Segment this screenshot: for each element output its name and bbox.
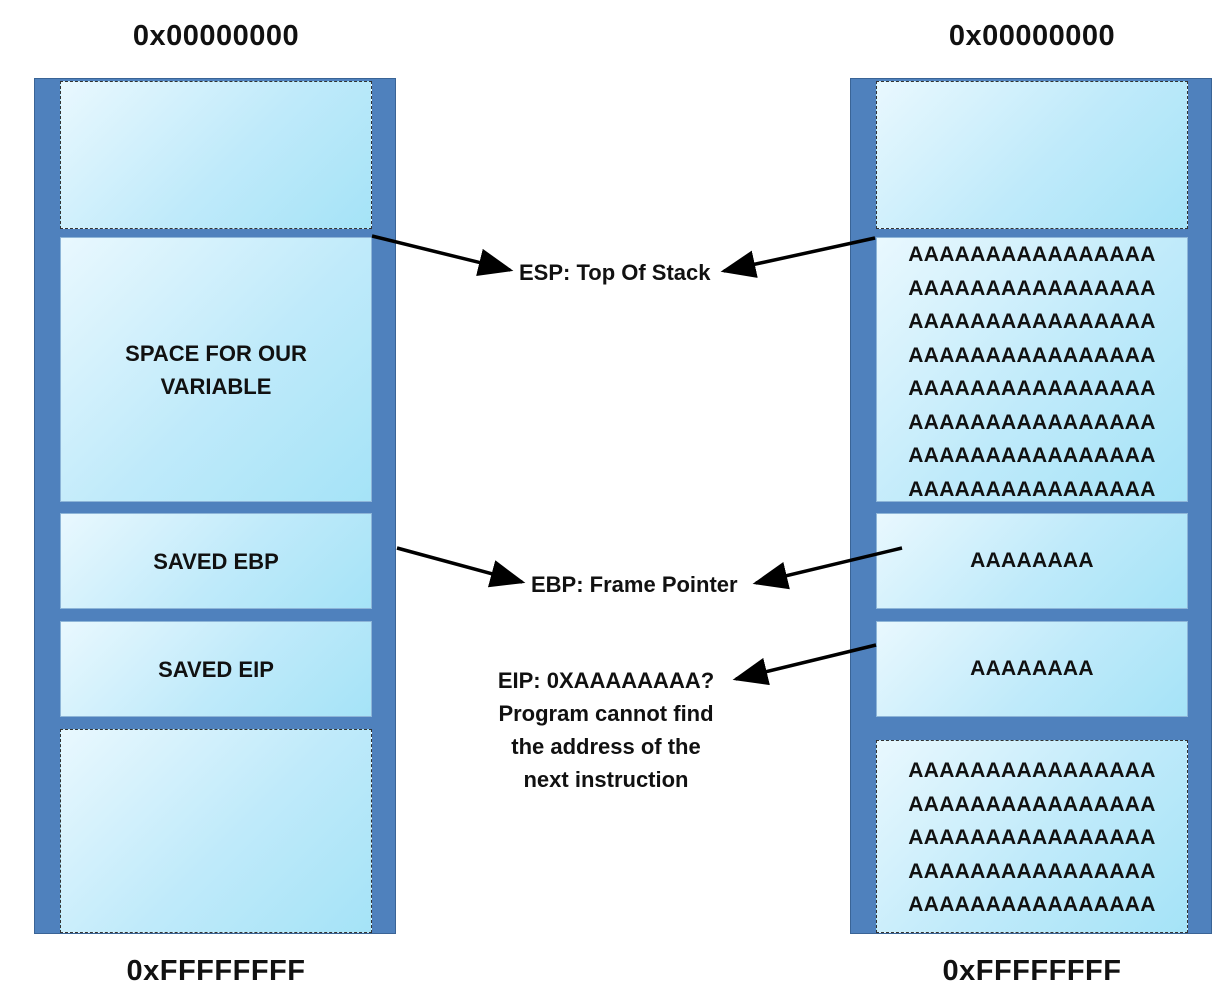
left-stack-column: SPACE FOR OUR VARIABLE SAVED EBP SAVED E… xyxy=(34,78,396,934)
left-unused-bottom-block xyxy=(60,729,372,933)
right-overflow-fill: AAAAAAAAAAAAAAAA AAAAAAAAAAAAAAAA AAAAAA… xyxy=(908,759,1156,916)
left-variable-block: SPACE FOR OUR VARIABLE xyxy=(60,237,372,502)
eip-note-line4: next instruction xyxy=(523,767,689,792)
eip-arrow xyxy=(732,643,877,686)
saved-ebp-label: SAVED EBP xyxy=(153,548,279,574)
left-unused-top-block xyxy=(60,81,372,229)
left-saved-eip-block: SAVED EIP xyxy=(60,621,372,717)
eip-note-line1: EIP: 0XAAAAAAAA? xyxy=(497,668,715,693)
ebp-arrow-left xyxy=(396,546,526,588)
right-stack-column: AAAAAAAAAAAAAAAA AAAAAAAAAAAAAAAA AAAAAA… xyxy=(850,78,1212,934)
right-eip-fill: AAAAAAAA xyxy=(970,657,1094,681)
right-ebp-fill: AAAAAAAA xyxy=(970,549,1094,573)
right-bottom-address: 0xFFFFFFFF xyxy=(942,955,1122,987)
eip-note: EIP: 0XAAAAAAAA? Program cannot find the… xyxy=(476,664,736,796)
left-top-address: 0x00000000 xyxy=(132,20,300,52)
eip-note-line3: the address of the xyxy=(511,734,701,759)
right-saved-eip-block: AAAAAAAA xyxy=(876,621,1188,717)
ebp-arrow-right xyxy=(752,546,903,590)
variable-label-line2: VARIABLE xyxy=(160,373,272,399)
saved-eip-label: SAVED EIP xyxy=(158,656,274,682)
right-overflow-block: AAAAAAAAAAAAAAAA AAAAAAAAAAAAAAAA AAAAAA… xyxy=(876,740,1188,933)
esp-arrow-left xyxy=(371,234,514,277)
left-saved-ebp-block: SAVED EBP xyxy=(60,513,372,609)
right-variable-fill: AAAAAAAAAAAAAAAA AAAAAAAAAAAAAAAA AAAAAA… xyxy=(908,243,1156,501)
right-saved-ebp-block: AAAAAAAA xyxy=(876,513,1188,609)
right-variable-block: AAAAAAAAAAAAAAAA AAAAAAAAAAAAAAAA AAAAAA… xyxy=(876,237,1188,502)
right-top-address: 0x00000000 xyxy=(948,20,1116,52)
right-unused-top-block xyxy=(876,81,1188,229)
left-bottom-address: 0xFFFFFFFF xyxy=(126,955,306,987)
ebp-label: EBP: Frame Pointer xyxy=(531,572,738,597)
esp-arrow-right xyxy=(720,236,876,278)
variable-label-line1: SPACE FOR OUR xyxy=(125,340,307,366)
eip-note-line2: Program cannot find xyxy=(498,701,714,726)
esp-label: ESP: Top Of Stack xyxy=(519,260,711,285)
